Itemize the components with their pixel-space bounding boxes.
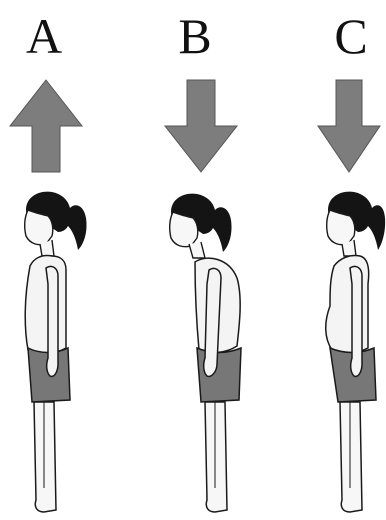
up-arrow-icon: [6, 78, 86, 174]
posture-label-a: A: [14, 6, 74, 66]
upright-woman-figure: [0, 188, 128, 520]
posture-label-c: C: [316, 6, 386, 66]
posture-label-b: B: [165, 6, 225, 66]
swayback-woman-figure: [258, 188, 386, 520]
slouched-woman-figure: [129, 188, 257, 520]
down-arrow-icon: [161, 78, 241, 174]
posture-a: A: [0, 0, 128, 520]
posture-c: C: [258, 0, 386, 520]
down-arrow-icon: [314, 78, 384, 174]
posture-b: B: [129, 0, 257, 520]
